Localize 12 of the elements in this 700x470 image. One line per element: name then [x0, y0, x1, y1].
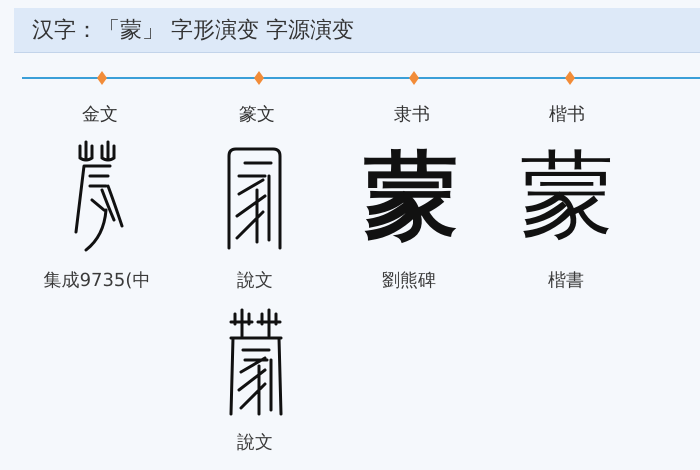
calligraphy-character: 蒙 [364, 149, 458, 243]
source-label: 楷書 [548, 270, 584, 292]
source-label: 劉熊碑 [382, 270, 436, 292]
source-label: 集成9735(中 [44, 270, 150, 292]
source-label: 說文 [237, 270, 273, 292]
calligraphy-character: 蒙 [520, 149, 614, 243]
script-style-label: 隶书 [394, 104, 430, 126]
script-style-label: 篆文 [239, 104, 275, 126]
script-style-label: 金文 [82, 104, 118, 126]
source-label: 說文 [237, 432, 273, 454]
script-style-label: 楷书 [549, 104, 585, 126]
page-title: 汉字：「蒙」 字形演变 字源演变 [32, 17, 354, 45]
